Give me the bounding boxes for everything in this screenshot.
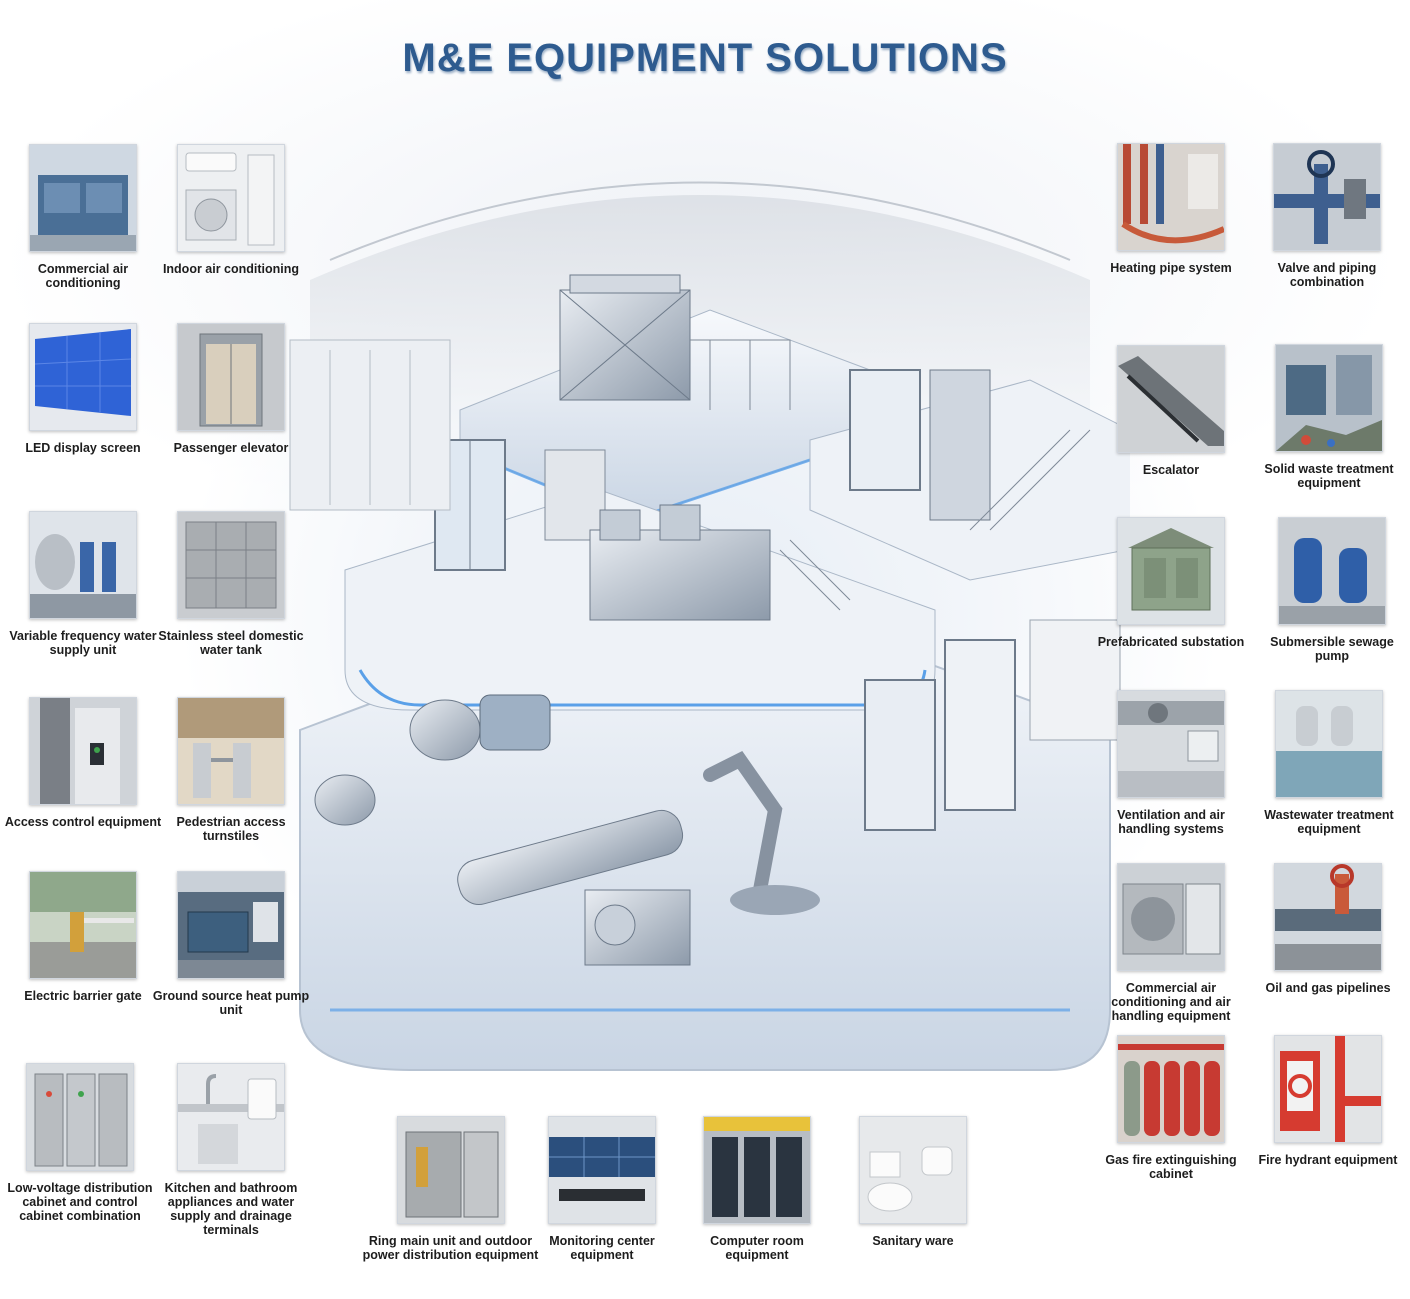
- item-low-voltage-distribution-cabinet[interactable]: Low-voltage distribution cabinet and con…: [0, 1063, 160, 1223]
- item-fire-hydrant-equipment[interactable]: Fire hydrant equipment: [1248, 1035, 1408, 1167]
- item-label: Fire hydrant equipment: [1258, 1153, 1398, 1167]
- water-tank-icon: [177, 511, 285, 619]
- pump-unit-icon: [29, 511, 137, 619]
- split-ac-icon: [177, 144, 285, 252]
- item-variable-frequency-water-supply-unit[interactable]: Variable frequency water supply unit: [3, 511, 163, 657]
- item-label: Submersible sewage pump: [1270, 635, 1394, 663]
- ventilation-icon: [1117, 690, 1225, 798]
- cabinet-icon: [26, 1063, 134, 1171]
- sewage-pump-icon: [1278, 517, 1386, 625]
- item-kitchen-bathroom-appliances[interactable]: Kitchen and bathroom appliances and wate…: [151, 1063, 311, 1237]
- item-label: LED display screen: [25, 441, 141, 455]
- valve-icon: [1273, 143, 1381, 251]
- item-submersible-sewage-pump[interactable]: Submersible sewage pump: [1252, 517, 1410, 663]
- kitchen-icon: [177, 1063, 285, 1171]
- item-access-control-equipment[interactable]: Access control equipment: [3, 697, 163, 829]
- item-label: Commercial air conditioning and air hand…: [1111, 981, 1231, 1023]
- monitoring-icon: [548, 1116, 656, 1224]
- led-screen-icon: [29, 323, 137, 431]
- item-wastewater-treatment[interactable]: Wastewater treatment equipment: [1249, 690, 1409, 836]
- item-label: Prefabricated substation: [1097, 635, 1245, 649]
- item-label: Heating pipe system: [1110, 261, 1232, 275]
- item-ground-source-heat-pump-unit[interactable]: Ground source heat pump unit: [151, 871, 311, 1017]
- item-label: Electric barrier gate: [24, 989, 142, 1003]
- item-gas-fire-extinguishing-cabinet[interactable]: Gas fire extinguishing cabinet: [1091, 1035, 1251, 1181]
- pipeline-icon: [1274, 863, 1382, 971]
- item-label: Ring main unit and outdoor power distrib…: [362, 1234, 539, 1262]
- server-rack-icon: [703, 1116, 811, 1224]
- item-label: Variable frequency water supply unit: [9, 629, 157, 657]
- item-label: Computer room equipment: [710, 1234, 804, 1262]
- item-oil-gas-pipelines[interactable]: Oil and gas pipelines: [1248, 863, 1408, 995]
- item-escalator[interactable]: Escalator: [1091, 345, 1251, 477]
- item-heating-pipe-system[interactable]: Heating pipe system: [1091, 143, 1251, 275]
- item-ring-main-unit[interactable]: Ring main unit and outdoor power distrib…: [358, 1116, 543, 1262]
- item-prefabricated-substation[interactable]: Prefabricated substation: [1091, 517, 1251, 649]
- item-commercial-ac-air-handling[interactable]: Commercial air conditioning and air hand…: [1091, 863, 1251, 1023]
- equipment-platform-illustration: [289, 181, 1130, 1071]
- item-label: Wastewater treatment equipment: [1264, 808, 1394, 836]
- page-title: M&E EQUIPMENT SOLUTIONS: [402, 36, 1008, 80]
- item-computer-room[interactable]: Computer room equipment: [677, 1116, 837, 1262]
- access-control-icon: [29, 697, 137, 805]
- item-valve-piping-combination[interactable]: Valve and piping combination: [1247, 143, 1407, 289]
- item-label: Kitchen and bathroom appliances and wate…: [164, 1181, 298, 1237]
- item-label: Indoor air conditioning: [162, 262, 300, 276]
- item-commercial-air-conditioning[interactable]: Commercial air conditioning: [3, 144, 163, 290]
- ring-main-unit-icon: [396, 1116, 505, 1224]
- gas-cylinder-icon: [1117, 1035, 1225, 1143]
- item-label: Stainless steel domestic water tank: [158, 629, 304, 657]
- heating-pipe-icon: [1117, 143, 1225, 251]
- heat-pump-icon: [177, 871, 285, 979]
- item-sanitary-ware[interactable]: Sanitary ware: [833, 1116, 993, 1248]
- item-label: Low-voltage distribution cabinet and con…: [7, 1181, 153, 1223]
- item-label: Pedestrian access turnstiles: [176, 815, 286, 843]
- item-label: Ventilation and air handling systems: [1117, 808, 1225, 836]
- item-passenger-elevator[interactable]: Passenger elevator: [151, 323, 311, 455]
- turnstile-icon: [177, 697, 285, 805]
- item-label: Valve and piping combination: [1277, 261, 1377, 289]
- toilet-icon: [859, 1116, 967, 1224]
- item-label: Oil and gas pipelines: [1265, 981, 1391, 995]
- item-ventilation-air-handling[interactable]: Ventilation and air handling systems: [1091, 690, 1251, 836]
- item-label: Passenger elevator: [173, 441, 289, 455]
- barrier-gate-icon: [29, 871, 137, 979]
- item-label: Solid waste treatment equipment: [1264, 462, 1394, 490]
- item-led-display-screen[interactable]: LED display screen: [3, 323, 163, 455]
- elevator-icon: [177, 323, 285, 431]
- item-stainless-steel-water-tank[interactable]: Stainless steel domestic water tank: [151, 511, 311, 657]
- wastewater-icon: [1275, 690, 1383, 798]
- item-label: Ground source heat pump unit: [152, 989, 310, 1017]
- item-label: Monitoring center equipment: [549, 1234, 655, 1262]
- substation-icon: [1117, 517, 1225, 625]
- item-pedestrian-access-turnstiles[interactable]: Pedestrian access turnstiles: [151, 697, 311, 843]
- item-label: Escalator: [1142, 463, 1200, 477]
- item-indoor-air-conditioning[interactable]: Indoor air conditioning: [151, 144, 311, 276]
- item-electric-barrier-gate[interactable]: Electric barrier gate: [3, 871, 163, 1003]
- item-label: Commercial air conditioning: [37, 262, 129, 290]
- waste-treatment-icon: [1275, 344, 1383, 452]
- item-label: Access control equipment: [4, 815, 162, 829]
- fire-hydrant-icon: [1274, 1035, 1382, 1143]
- item-solid-waste-treatment[interactable]: Solid waste treatment equipment: [1249, 344, 1409, 490]
- item-label: Sanitary ware: [872, 1234, 954, 1248]
- item-monitoring-center[interactable]: Monitoring center equipment: [522, 1116, 682, 1262]
- ahu-icon: [1117, 863, 1225, 971]
- escalator-icon: [1117, 345, 1225, 453]
- chiller-icon: [29, 144, 137, 252]
- item-label: Gas fire extinguishing cabinet: [1105, 1153, 1237, 1181]
